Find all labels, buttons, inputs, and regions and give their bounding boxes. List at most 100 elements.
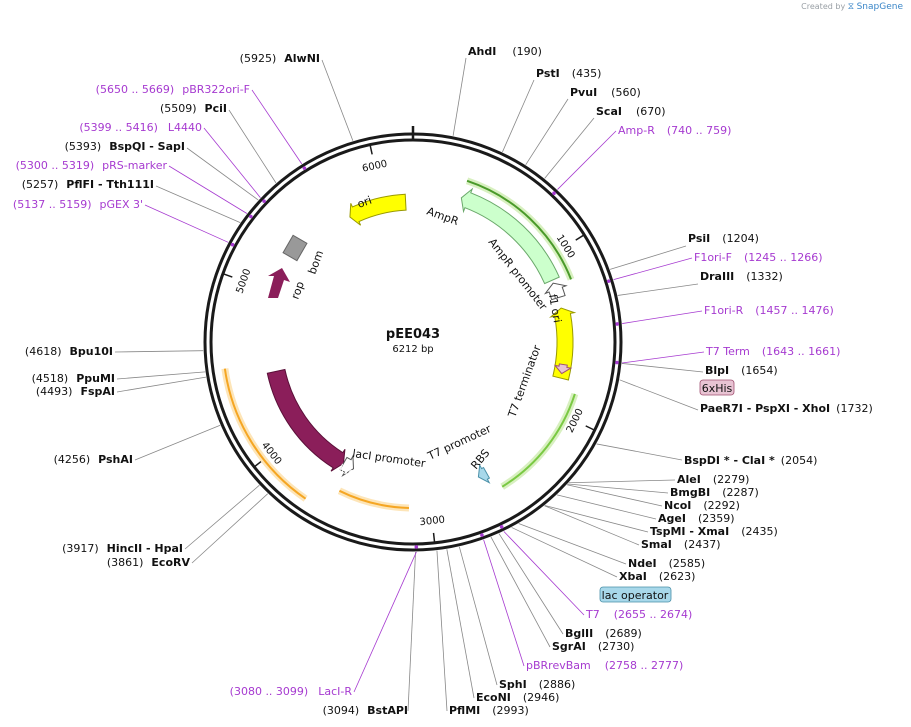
site-leader-23 — [321, 59, 354, 141]
primer-leader-7 — [251, 89, 303, 165]
tick-label-6000: 6000 — [361, 159, 388, 175]
primer-mark-4 — [499, 525, 504, 529]
tick-mark-4000 — [253, 460, 263, 468]
site-leader-32 — [191, 493, 269, 564]
primer-mark-10 — [230, 242, 235, 247]
ori-feature — [349, 193, 407, 226]
site-bglii: BglII(2689) — [565, 627, 642, 640]
site-leader-20 — [446, 549, 475, 699]
primer-amp-r: Amp-R(740 .. 759) — [618, 124, 731, 137]
site-leader-26 — [155, 185, 241, 223]
site-leader-6 — [621, 363, 704, 373]
site-leader-16 — [511, 527, 618, 578]
site-leader-9 — [568, 479, 676, 484]
site-leader-12 — [556, 494, 657, 520]
primer-leader-8 — [203, 127, 261, 198]
site-leader-25 — [186, 147, 259, 201]
site-hincii-hpai: (3917)HincII - HpaI — [62, 542, 183, 555]
site-xbai: XbaI(2623) — [619, 570, 695, 583]
primer-mark-3 — [615, 360, 619, 365]
site-leader-31 — [184, 484, 260, 550]
lac-operator-box — [599, 586, 672, 603]
primer-leader-2 — [622, 310, 703, 324]
site-alwni: (5925)AlwNI — [240, 52, 320, 65]
site-leader-5 — [617, 283, 699, 296]
primer-leader-0 — [557, 130, 617, 190]
primer-leader-9 — [168, 165, 248, 214]
primer-leader-1 — [613, 257, 693, 281]
site-draiii: DraIII(1332) — [700, 270, 783, 283]
site-bmgbi: BmgBI(2287) — [670, 486, 759, 499]
plasmid-size: 6212 bp — [392, 344, 433, 355]
primer-mark-1 — [606, 279, 611, 283]
tick-label-3000: 3000 — [419, 515, 445, 529]
orf-orange-arc-1 — [338, 489, 409, 509]
snapgene-credit: Created by ⧖ SnapGene — [801, 2, 903, 12]
site-fspai: (4493)FspAI — [36, 385, 115, 398]
primer-leader-3 — [621, 351, 705, 364]
laci-promoter-label: lacI promoter — [352, 447, 427, 470]
primer-mark-0 — [552, 191, 556, 196]
primer-leader-10 — [144, 204, 229, 243]
primer-mark-2 — [615, 322, 620, 326]
primer-pgex3: (5137 .. 5159)pGEX 3' — [13, 198, 143, 211]
site-bstapi: (3094)BstAPI — [323, 704, 408, 717]
site-leader-1 — [502, 79, 535, 153]
site-pcii: (5509)PciI — [160, 102, 227, 115]
t7-terminator-label: T7 terminator — [505, 343, 544, 420]
backbone-inner — [209, 138, 617, 546]
feature-layer — [221, 177, 579, 512]
primer-l4440: (5399 .. 5416)L4440 — [79, 121, 202, 134]
site-leader-18 — [490, 536, 551, 648]
f1ori-label: f1 ori — [546, 293, 564, 324]
site-leader-22 — [407, 551, 416, 712]
snapgene-name: SnapGene — [856, 2, 903, 12]
site-leader-0 — [452, 57, 467, 136]
site-tspmi-xmai: TspMI - XmaI(2435) — [650, 525, 778, 538]
rop-feature — [268, 268, 290, 298]
orf-top-arc — [466, 179, 572, 280]
site-leader-30 — [134, 424, 221, 461]
primer-laci-r: (3080 .. 3099)LacI-R — [230, 685, 353, 698]
site-leader-24 — [228, 109, 277, 184]
primer-mark-7 — [302, 166, 307, 170]
site-leader-7 — [619, 379, 699, 411]
lac-operator-feature — [477, 463, 491, 484]
site-pflfi-tth111i: (5257)PflFI - Tth111I — [22, 178, 154, 191]
leader-layer — [114, 57, 705, 712]
snapgene-logo-icon: ⧖ — [847, 2, 855, 12]
bom-label: bom — [306, 249, 327, 276]
site-ncoi: NcoI(2292) — [664, 499, 740, 512]
site-leader-10 — [567, 483, 669, 494]
laci-promoter-feature — [339, 454, 355, 478]
ampr-label: AmpR — [425, 205, 461, 229]
site-leader-21 — [436, 550, 448, 712]
site-ecorv: (3861)EcoRV — [107, 556, 191, 569]
site-blpi: BlpI(1654) — [705, 364, 778, 377]
his-tag-label: 6xHis — [702, 382, 733, 395]
site-smai: SmaI(2437) — [641, 538, 720, 551]
primer-mark-9 — [249, 214, 253, 219]
primer-pbrrevbam: pBRrevBam(2758 .. 2777) — [526, 659, 683, 672]
site-leader-27 — [114, 350, 204, 353]
site-leader-17 — [498, 533, 564, 635]
his-feature — [553, 363, 573, 375]
primer-f1ori-f: F1ori-F(1245 .. 1266) — [694, 251, 823, 264]
site-alei: AleI(2279) — [677, 473, 749, 486]
primer-leader-6 — [353, 551, 417, 693]
site-sgrai: SgrAI(2730) — [552, 640, 634, 653]
f1ori-feature — [549, 307, 577, 381]
primer-t7-term: T7 Term(1643 .. 1661) — [705, 345, 840, 358]
site-leader-4 — [609, 245, 687, 270]
site-paer7i-pspxi-xhoi: PaeR7I - PspXI - XhoI(1732) — [700, 402, 873, 415]
site-pflmi: PflMI(2993) — [449, 704, 529, 717]
site-bpu10i: (4618)Bpu10I — [25, 345, 113, 358]
site-leader-15 — [518, 523, 627, 565]
rbs-label: RBS — [468, 447, 492, 472]
rop-label: rop — [289, 280, 307, 301]
plasmid-name: pEE043 — [386, 327, 440, 342]
laci-label: lacI — [337, 462, 360, 481]
site-psii: PsiI(1204) — [688, 232, 759, 245]
tick-mark-1000 — [575, 234, 585, 241]
primer-mark-6 — [414, 545, 419, 549]
